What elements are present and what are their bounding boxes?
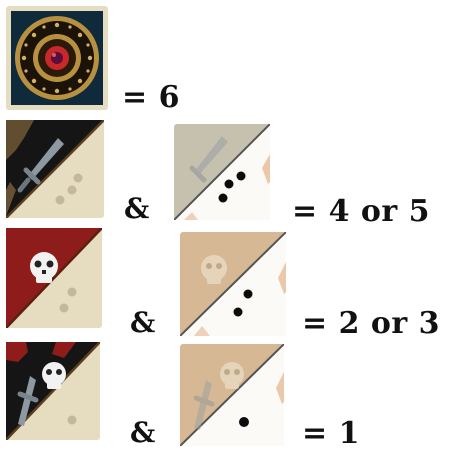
- result-four-or-five: = 4 or 5: [292, 194, 430, 229]
- ampersand-row-4: &: [130, 416, 155, 449]
- tile-black-skull-sword-one-dot: [6, 342, 100, 440]
- tile-tan-skull-sword-one-dot: [180, 344, 284, 446]
- tile-tan-skull-two-dots: [180, 232, 286, 336]
- result-two-or-three: = 2 or 3: [302, 306, 440, 341]
- medallion-tile: [6, 6, 108, 110]
- result-one: = 1: [302, 416, 360, 451]
- result-six: = 6: [122, 80, 180, 115]
- ampersand-row-2: &: [124, 192, 149, 225]
- tile-black-sword-two-dots: [6, 120, 104, 218]
- tile-grey-sword-three-dots: [174, 124, 270, 220]
- ampersand-row-3: &: [130, 306, 155, 339]
- tile-red-skull-two-dots: [6, 228, 102, 328]
- medallion-icon: [15, 16, 99, 100]
